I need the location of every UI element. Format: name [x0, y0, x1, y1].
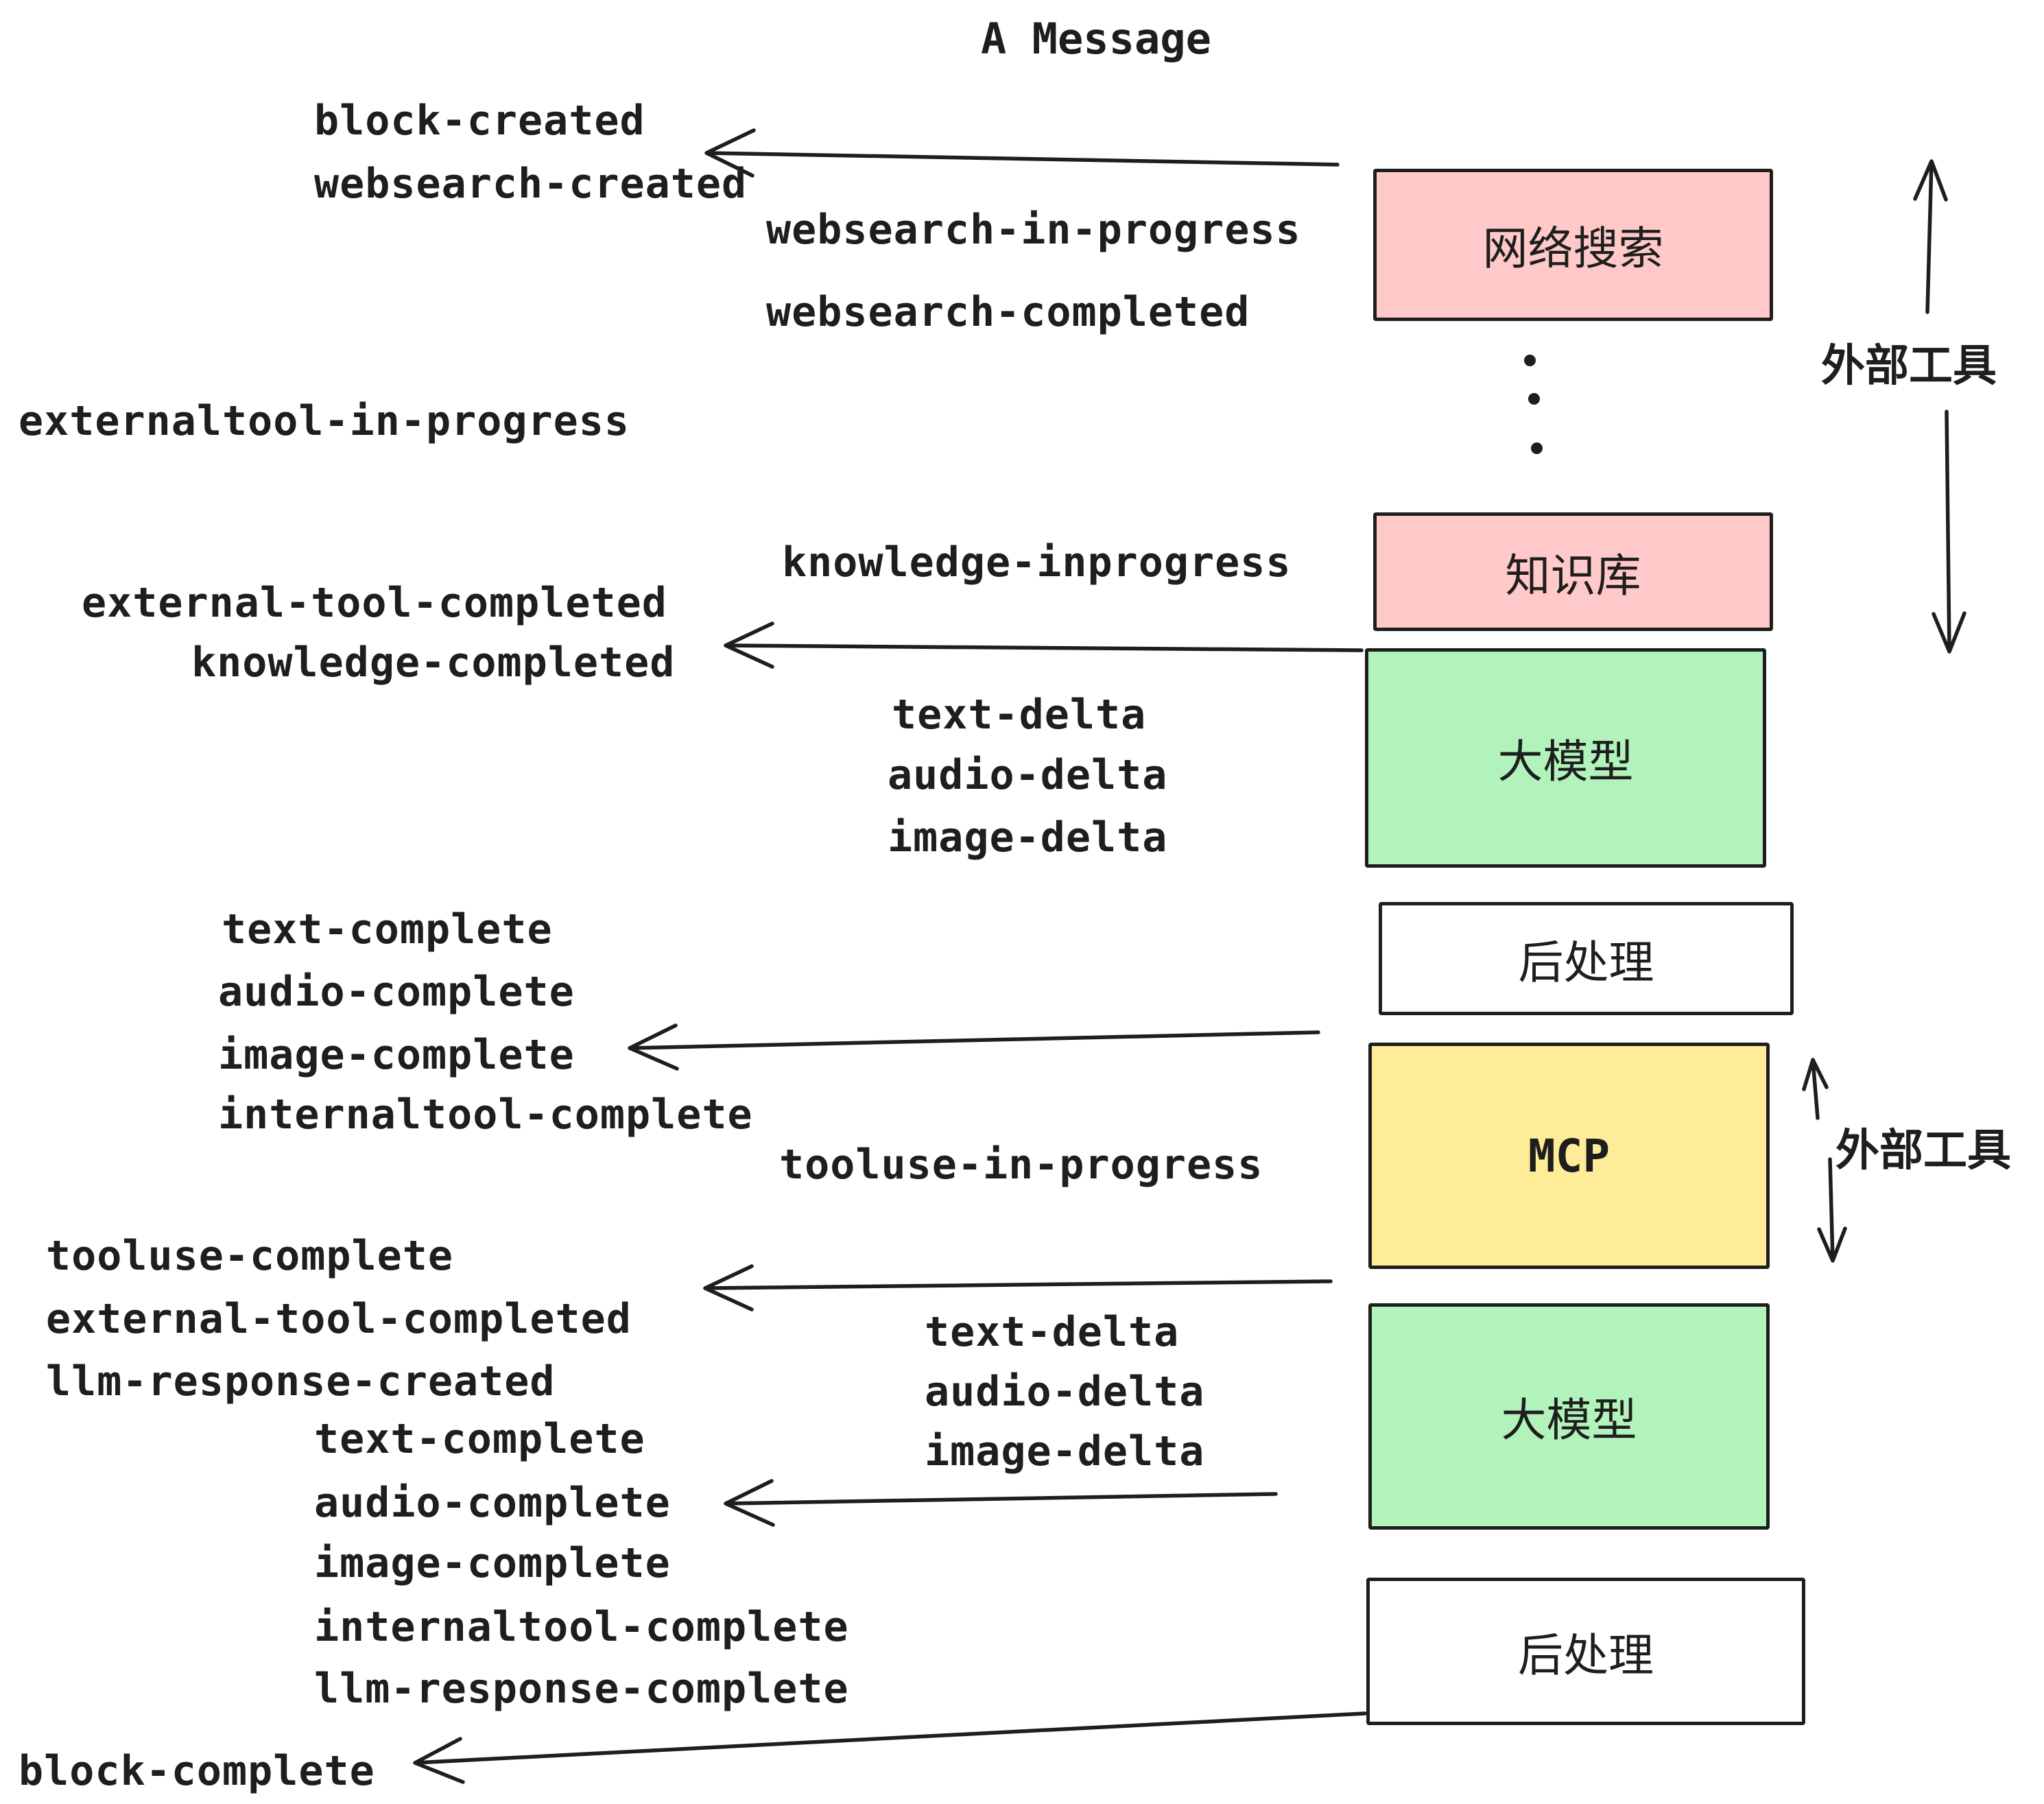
- event-label-text-complete-2: text-complete: [314, 1415, 645, 1463]
- node-postprocess-1: 后处理: [1379, 902, 1794, 1015]
- event-label-external-tool-completed: external-tool-completed: [82, 579, 667, 627]
- external-tools-top-down-arrow: [1932, 410, 1966, 654]
- node-postprocess-2: 后处理: [1366, 1578, 1805, 1725]
- event-label-audio-delta-1: audio-delta: [888, 751, 1168, 799]
- arrow-to-block-complete: [413, 1711, 1367, 1784]
- diagram-title: A Message: [981, 14, 1211, 64]
- event-label-tooluse-complete: tooluse-complete: [46, 1232, 453, 1280]
- event-label-internaltool-complete-2: internaltool-complete: [314, 1603, 849, 1651]
- event-label-audio-delta-2: audio-delta: [925, 1368, 1205, 1416]
- node-websearch: 网络搜索: [1373, 169, 1773, 321]
- event-label-llm-response-complete: llm-response-complete: [314, 1665, 849, 1713]
- ellipsis-dot-3: [1531, 442, 1543, 454]
- arrow-to-audio-complete: [724, 1479, 1278, 1527]
- event-label-image-delta-2: image-delta: [925, 1427, 1205, 1475]
- event-label-knowledge-completed: knowledge-completed: [191, 639, 676, 687]
- event-label-image-complete-2: image-complete: [314, 1539, 671, 1587]
- external-tools-mid-up-arrow: [1802, 1058, 1829, 1120]
- node-postprocess-1-label: 后处理: [1518, 936, 1654, 989]
- annotation-external-tools-mid: 外部工具: [1835, 1126, 2011, 1176]
- event-label-text-delta-2: text-delta: [925, 1308, 1180, 1356]
- event-label-image-complete-1: image-complete: [218, 1031, 575, 1079]
- event-label-internaltool-complete-1: internaltool-complete: [218, 1091, 753, 1139]
- event-label-websearch-created: websearch-created: [314, 160, 748, 208]
- node-llm-1-label: 大模型: [1497, 735, 1634, 788]
- event-label-audio-complete-2: audio-complete: [314, 1479, 671, 1527]
- node-mcp: MCP: [1368, 1043, 1770, 1269]
- event-label-tooluse-in-progress: tooluse-in-progress: [779, 1141, 1263, 1189]
- node-postprocess-2-label: 后处理: [1518, 1628, 1654, 1682]
- event-label-text-delta-1: text-delta: [892, 691, 1147, 739]
- event-label-external-tool-completed-2: external-tool-completed: [46, 1295, 632, 1343]
- event-label-externaltool-in-progress: externaltool-in-progress: [19, 397, 630, 445]
- node-mcp-label: MCP: [1528, 1129, 1611, 1183]
- node-llm-1: 大模型: [1365, 648, 1766, 868]
- event-label-block-complete: block-complete: [19, 1747, 375, 1795]
- arrow-websearch-to-block-created: [704, 128, 1340, 178]
- node-websearch-label: 网络搜索: [1482, 222, 1664, 275]
- ellipsis-dot-1: [1524, 355, 1536, 366]
- arrow-to-tooluse-complete: [703, 1264, 1333, 1312]
- event-label-block-created: block-created: [314, 97, 645, 145]
- annotation-external-tools-top: 外部工具: [1821, 341, 1997, 392]
- external-tools-top-up-arrow: [1913, 159, 1948, 314]
- event-label-websearch-in-progress: websearch-in-progress: [766, 206, 1301, 254]
- node-llm-2-label: 大模型: [1501, 1394, 1637, 1447]
- ellipsis-dot-2: [1528, 393, 1540, 405]
- event-label-text-complete-1: text-complete: [222, 905, 553, 953]
- event-label-audio-complete-1: audio-complete: [218, 968, 575, 1016]
- event-label-knowledge-inprogress: knowledge-inprogress: [782, 538, 1292, 586]
- arrow-to-image-complete: [628, 1023, 1320, 1071]
- event-label-llm-response-created: llm-response-created: [46, 1357, 556, 1405]
- node-llm-2: 大模型: [1368, 1303, 1770, 1530]
- external-tools-mid-down-arrow: [1817, 1157, 1847, 1263]
- node-knowledge: 知识库: [1373, 512, 1773, 631]
- arrow-to-knowledge-completed: [724, 621, 1364, 669]
- event-label-image-delta-1: image-delta: [888, 814, 1168, 862]
- node-knowledge-label: 知识库: [1505, 549, 1641, 602]
- event-label-websearch-completed: websearch-completed: [766, 288, 1250, 336]
